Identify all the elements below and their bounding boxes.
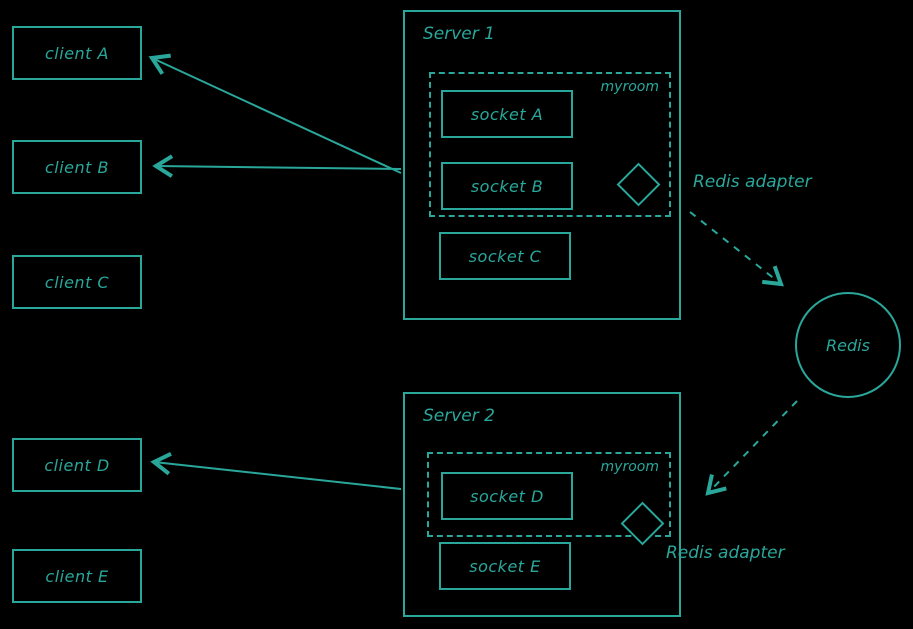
redis-circle: Redis — [795, 292, 901, 398]
client-b-box: client B — [12, 140, 142, 194]
client-d-box: client D — [12, 438, 142, 492]
client-c-label: client C — [44, 272, 110, 292]
server1-adapter-label: Redis adapter — [693, 172, 812, 192]
socket-a-box: socket A — [441, 90, 573, 138]
socket-d-box: socket D — [441, 472, 573, 520]
redis-label: Redis — [826, 335, 870, 355]
server2-room-box: myroom socket D — [427, 452, 671, 537]
server1-room-label: myroom — [600, 79, 659, 95]
dashed-arrow-adapter1-to-redis — [689, 211, 784, 287]
dashed-arrow-redis-to-adapter2 — [705, 400, 798, 496]
server2-title: Server 2 — [423, 406, 495, 426]
client-d-label: client D — [44, 455, 110, 475]
socket-e-label: socket E — [469, 556, 541, 576]
client-e-box: client E — [12, 549, 142, 603]
client-a-box: client A — [12, 26, 142, 80]
arrow-server2-to-clientD — [150, 451, 402, 490]
socket-d-label: socket D — [470, 486, 544, 506]
client-b-label: client B — [44, 157, 109, 177]
server1-room-box: myroom socket A socket B — [429, 72, 671, 217]
socket-e-box: socket E — [439, 542, 571, 590]
client-a-label: client A — [45, 43, 109, 63]
arrow-server1-to-clientA — [148, 53, 402, 174]
client-c-box: client C — [12, 255, 142, 309]
arrow-server1-to-clientB — [152, 154, 402, 178]
client-e-label: client E — [45, 566, 109, 586]
server1-box: Server 1 myroom socket A socket B socket… — [403, 10, 681, 320]
socket-c-box: socket C — [439, 232, 571, 280]
socket-a-label: socket A — [470, 104, 544, 124]
socket-b-box: socket B — [441, 162, 573, 210]
server2-adapter-label: Redis adapter — [666, 543, 785, 563]
server2-box: Server 2 myroom socket D socket E — [403, 392, 681, 617]
socket-b-label: socket B — [470, 176, 544, 196]
server2-room-label: myroom — [600, 459, 659, 475]
server1-title: Server 1 — [423, 24, 495, 44]
socket-c-label: socket C — [468, 246, 542, 266]
